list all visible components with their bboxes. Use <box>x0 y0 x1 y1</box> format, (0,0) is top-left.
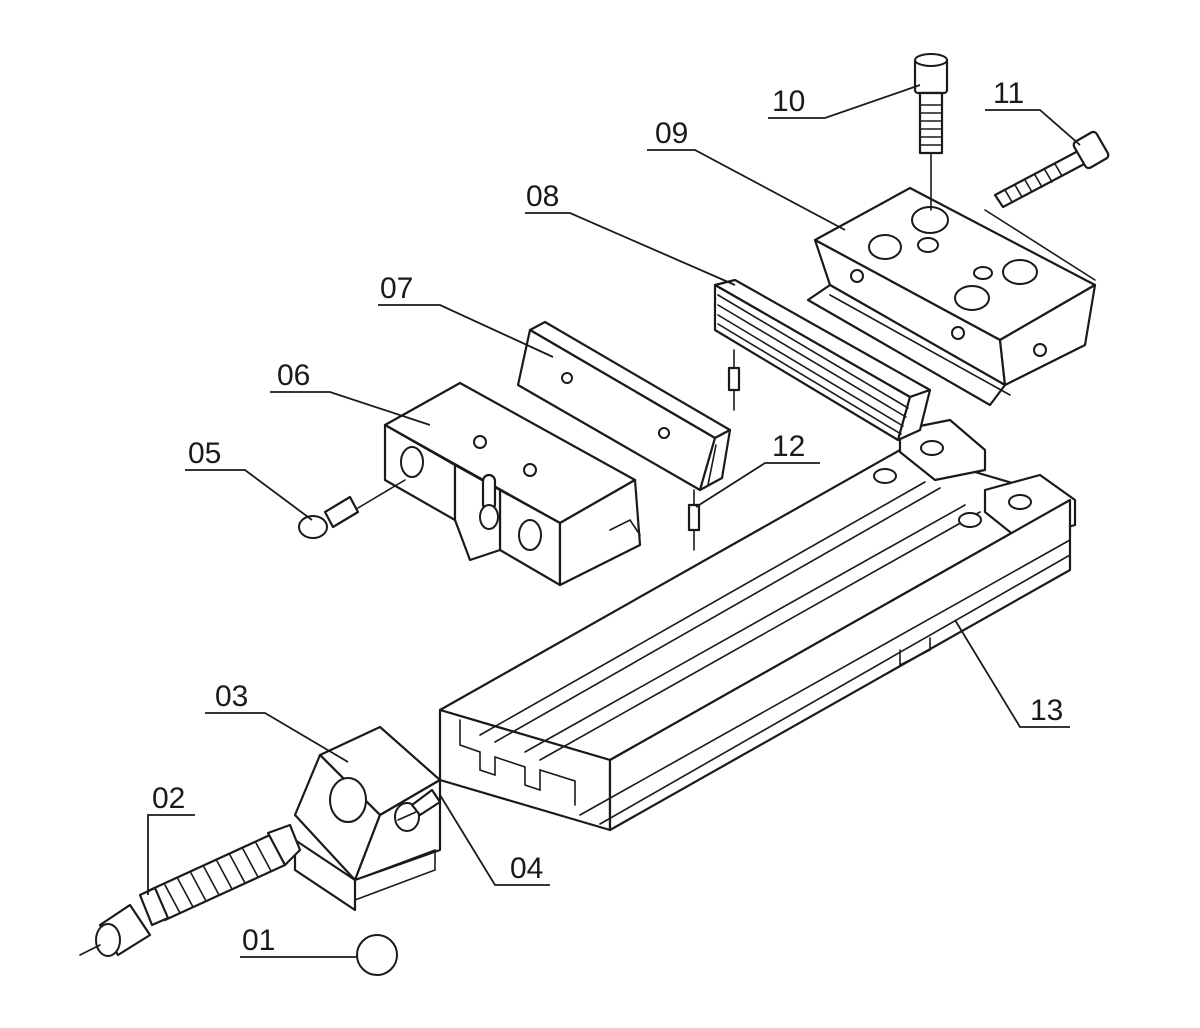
part-12-spring <box>687 489 701 551</box>
label-02: 02 <box>152 782 185 815</box>
label-08: 08 <box>526 180 559 213</box>
part-labels: 01 02 03 04 05 06 07 08 09 10 11 12 13 <box>152 77 1063 957</box>
label-03: 03 <box>215 680 248 713</box>
part-02-lead-screw <box>79 823 302 957</box>
part-11-horizontal-bolt <box>984 130 1110 281</box>
part-05-screw <box>298 479 406 539</box>
part-10-vertical-bolt <box>913 53 949 211</box>
label-06: 06 <box>277 359 310 392</box>
part-04-set-screw <box>394 788 442 832</box>
label-07: 07 <box>380 272 413 305</box>
part-07-jaw-plate <box>516 320 732 492</box>
part-06-movable-jaw <box>383 381 642 587</box>
part-09-fixed-jaw <box>806 186 1097 407</box>
leader-lines <box>147 84 1081 958</box>
label-09: 09 <box>655 117 688 150</box>
label-13: 13 <box>1030 694 1063 727</box>
part-13-base-rail <box>438 418 1077 832</box>
label-05: 05 <box>188 437 221 470</box>
label-01: 01 <box>242 924 275 957</box>
part-08-jaw-plate <box>713 278 932 442</box>
part-01-ball <box>356 934 398 976</box>
label-12: 12 <box>772 430 805 463</box>
label-10: 10 <box>772 85 805 118</box>
label-11: 11 <box>993 77 1024 110</box>
label-04: 04 <box>510 852 543 885</box>
